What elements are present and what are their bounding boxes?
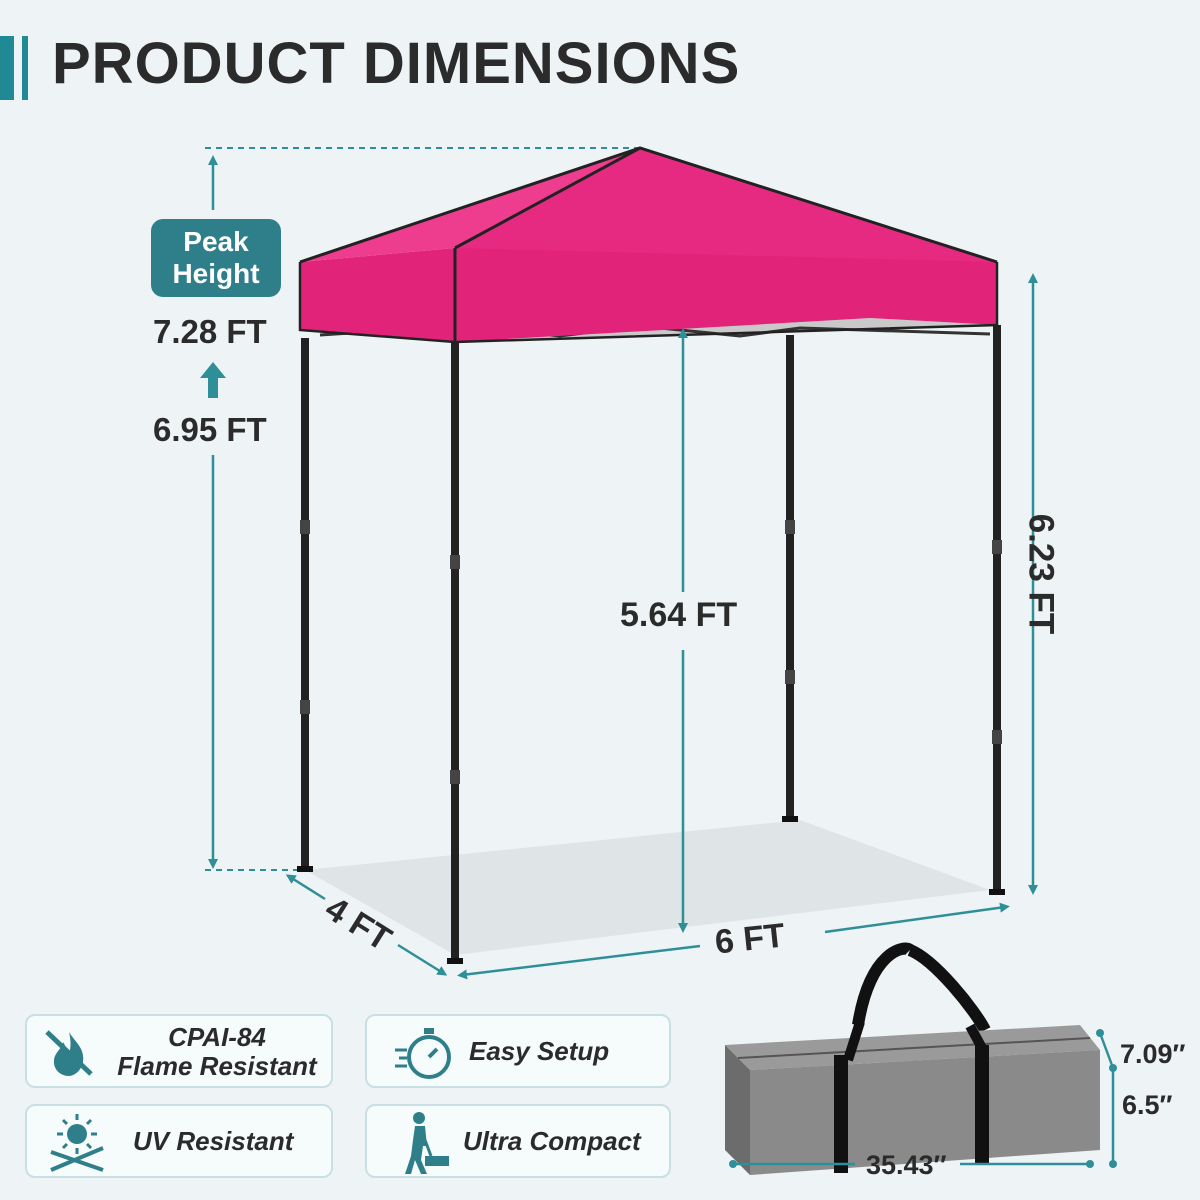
feature-uv-resistant: UV Resistant [25,1104,333,1178]
canopy-legs [301,325,1001,962]
peak-height-badge: Peak Height [151,219,281,297]
side-height-value: 6.23 FT [1021,513,1061,635]
feature-easy-setup-label: Easy Setup [469,1036,610,1066]
bag-height-arrow [1098,1032,1115,1069]
bag-length-value: 35.43″ [866,1150,947,1180]
page-title: PRODUCT DIMENSIONS [52,31,741,96]
stopwatch-icon [395,1028,451,1079]
width-value: 6 FT [713,916,787,962]
feature-flame-resistant: CPAI-84 Flame Resistant [25,1014,333,1088]
peak-low-value: 6.95 FT [153,411,267,448]
feature-uv-label: UV Resistant [133,1126,294,1156]
title-accent-bar-thin [22,36,28,100]
depth-arrow-b [397,943,448,976]
carry-bag-illustration [725,942,1100,1175]
title-accent-bar [0,36,14,100]
feature-compact-label: Ultra Compact [463,1126,641,1156]
flame-resistant-icon [45,1030,93,1076]
feature-ultra-compact: Ultra Compact [365,1104,671,1178]
width-arrow-a [457,944,701,980]
leg-feet [297,816,1005,964]
feature-flame-line1: CPAI-84 [168,1022,266,1052]
depth-arrow-a [285,874,326,901]
canopy-front-face [455,148,997,262]
width-arrow-b [824,902,1010,934]
leg-joints [300,520,1002,784]
sun-uv-icon [50,1114,104,1172]
inner-height-value: 5.64 FT [620,596,738,634]
peak-label-line1: Peak [183,226,249,257]
ground-shadow [305,820,990,955]
bag-height-value: 7.09″ [1120,1039,1186,1069]
adjust-up-arrow [200,362,226,398]
person-carrying-bag-icon [405,1112,449,1174]
feature-flame-line2: Flame Resistant [117,1051,317,1081]
bag-depth-value: 6.5″ [1122,1090,1173,1120]
feature-easy-setup: Easy Setup [365,1014,671,1088]
peak-label-line2: Height [172,258,260,289]
peak-high-value: 7.28 FT [153,313,267,350]
